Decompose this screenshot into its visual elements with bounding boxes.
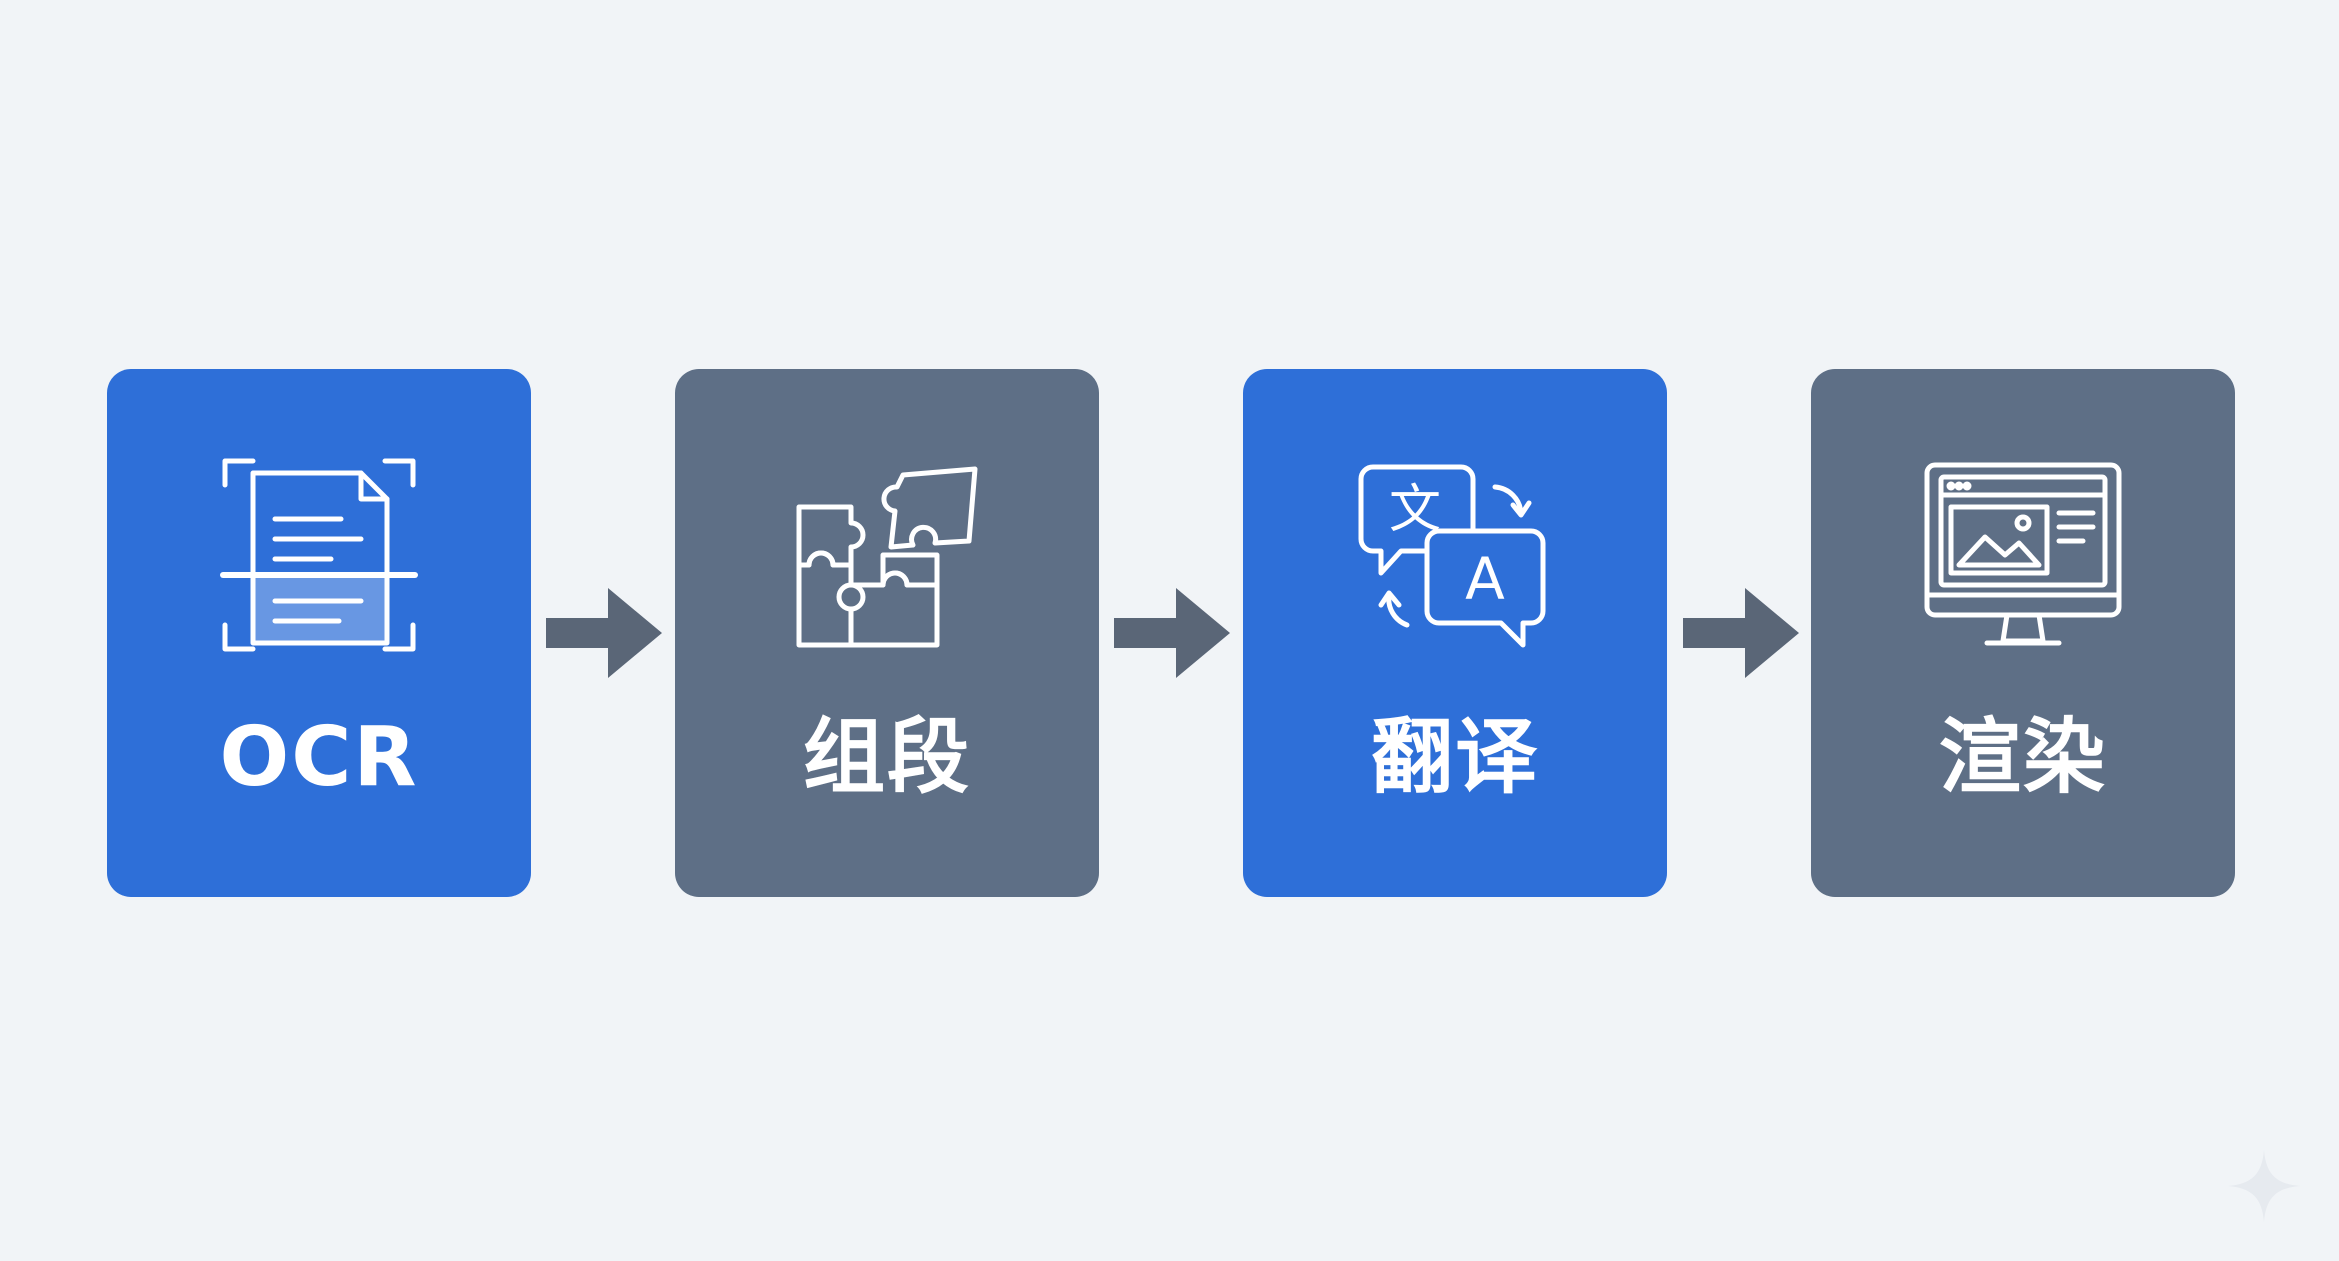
step-label-render: 渲染 — [1938, 710, 2107, 805]
translate-glyph-en: A — [1465, 545, 1505, 613]
step-translate: 文 A 翻译 — [1243, 369, 1667, 897]
document-scan-icon — [220, 458, 418, 652]
step-ocr: OCR — [107, 369, 531, 897]
arrow-right-icon — [1683, 588, 1799, 678]
translate-bubbles-icon: 文 A — [1358, 464, 1546, 648]
translate-glyph-zh: 文 — [1389, 480, 1441, 540]
sparkle-icon — [2228, 1150, 2300, 1222]
monitor-render-icon — [1924, 462, 2122, 646]
arrow-right-icon — [1114, 588, 1230, 678]
puzzle-pieces-icon — [796, 466, 978, 648]
step-label-ocr: OCR — [219, 710, 419, 805]
step-render: 渲染 — [1811, 369, 2235, 897]
arrow-right-icon — [546, 588, 662, 678]
step-label-translate: 翻译 — [1370, 710, 1539, 805]
step-segment: 组段 — [675, 369, 1099, 897]
step-label-segment: 组段 — [802, 710, 971, 805]
